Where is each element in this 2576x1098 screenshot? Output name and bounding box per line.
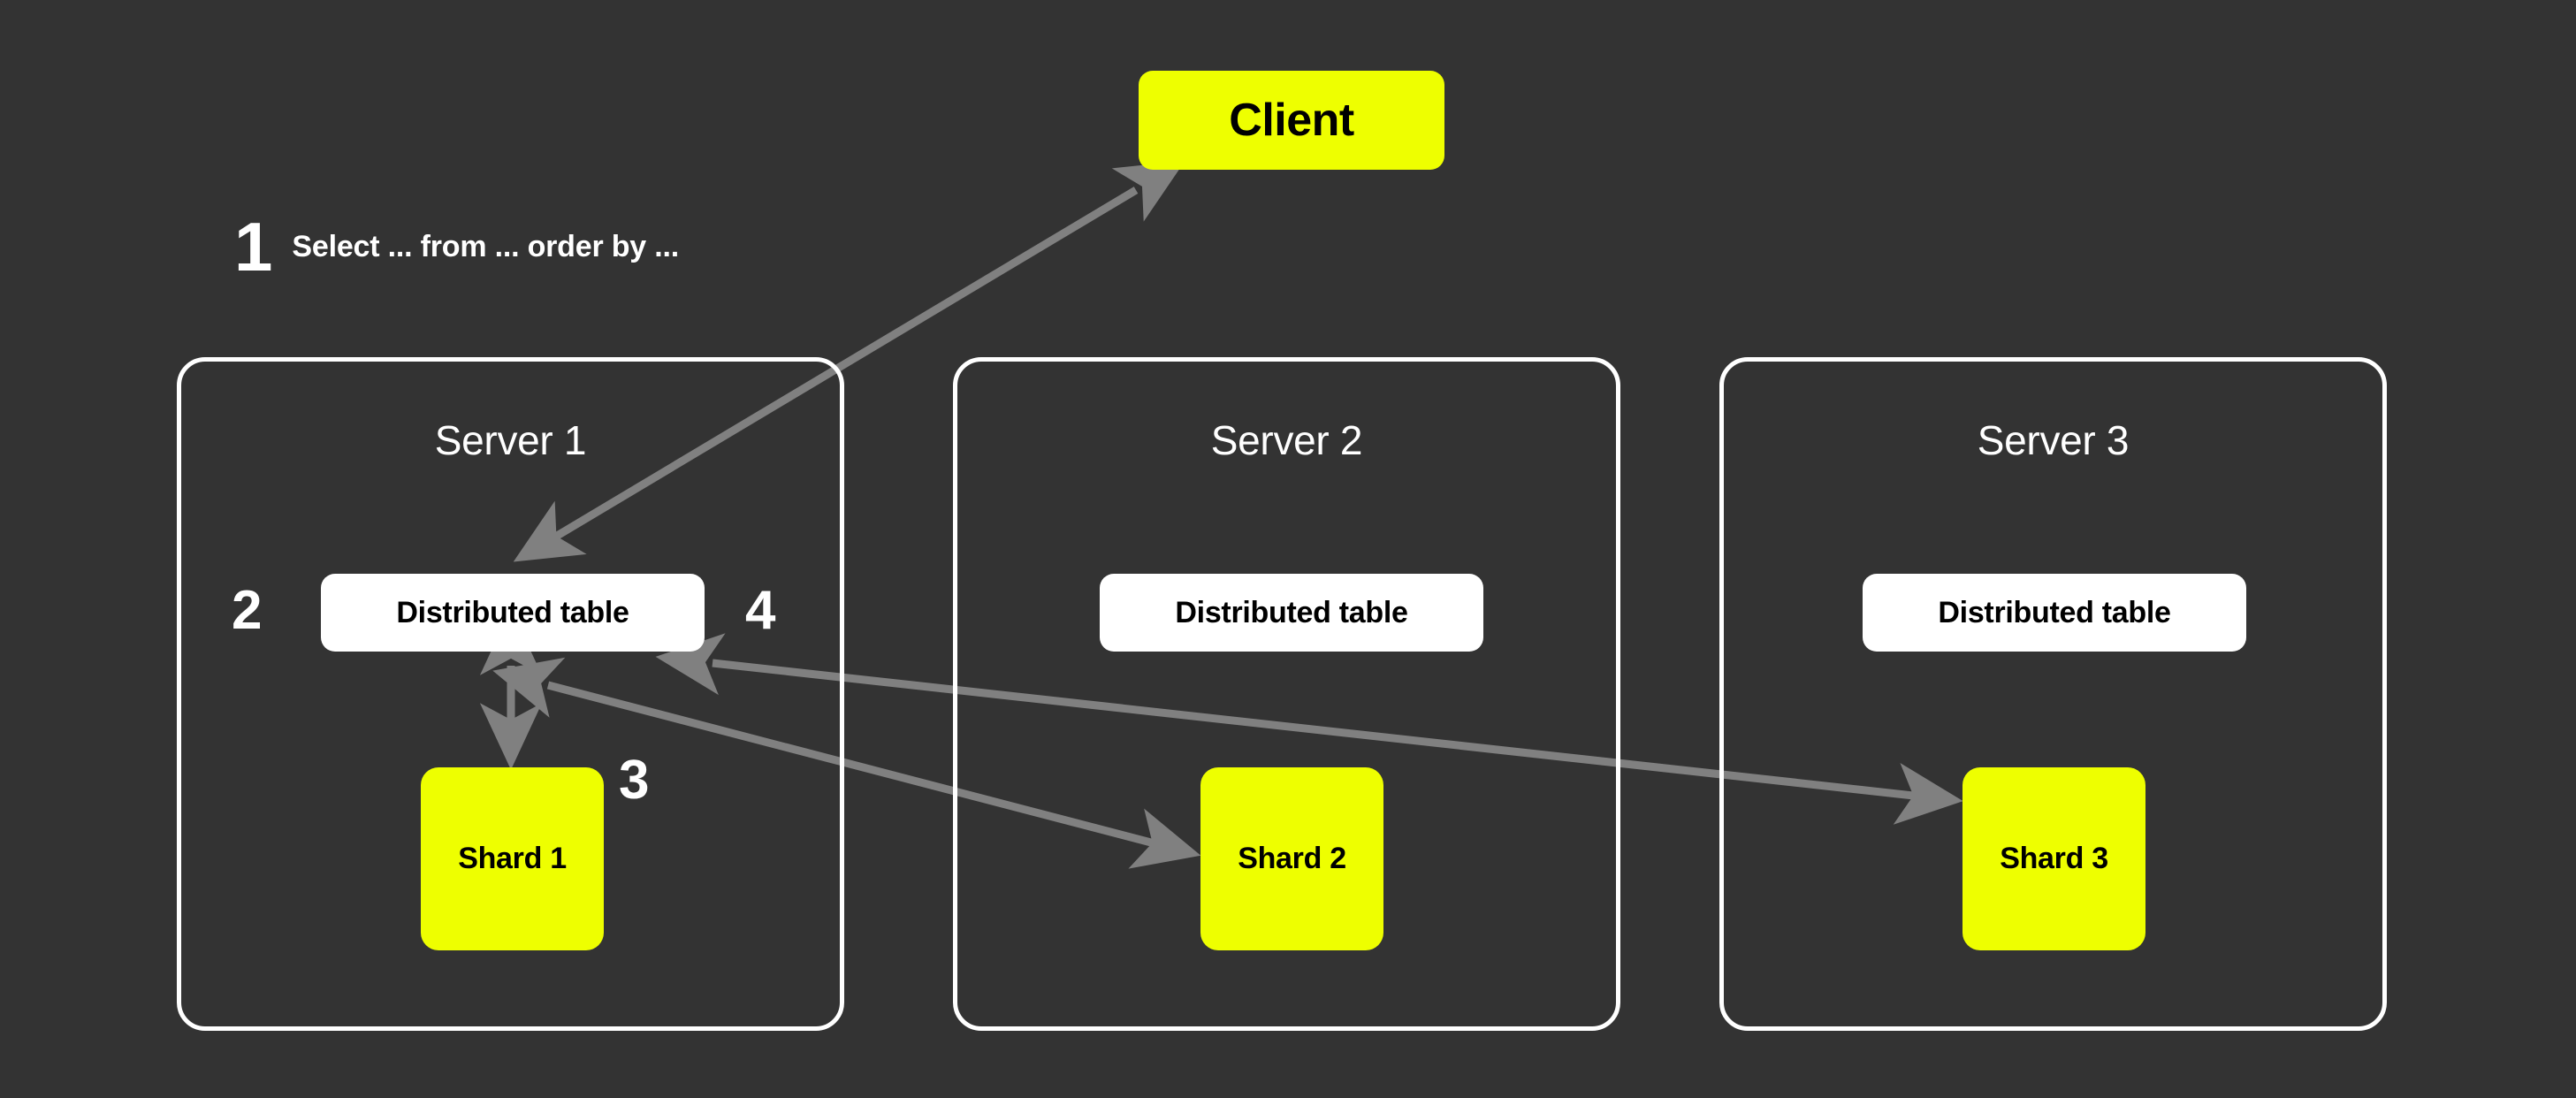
shard-node-3[interactable]: Shard 3 — [1962, 767, 2145, 950]
shard-node-2[interactable]: Shard 2 — [1200, 767, 1383, 950]
distributed-table-label-3: Distributed table — [1938, 595, 2171, 629]
step-4-number: 4 — [745, 580, 776, 641]
shard-node-1[interactable]: Shard 1 — [421, 767, 604, 950]
shard-label-2: Shard 2 — [1238, 842, 1346, 875]
distributed-table-node-1[interactable]: Distributed table — [321, 574, 705, 652]
server-3-title: Server 3 — [1977, 417, 2130, 463]
client-node[interactable]: Client — [1139, 71, 1444, 170]
distributed-table-node-2[interactable]: Distributed table — [1100, 574, 1483, 652]
step-3-number: 3 — [619, 750, 650, 811]
step-1-number: 1 — [234, 208, 273, 286]
shard-label-1: Shard 1 — [458, 842, 567, 875]
step-1-annotation: 1 Select ... from ... order by ... — [234, 208, 679, 286]
distributed-table-label-2: Distributed table — [1175, 595, 1408, 629]
distributed-table-node-3[interactable]: Distributed table — [1863, 574, 2246, 652]
step-2-number: 2 — [232, 580, 263, 641]
server-2-title: Server 2 — [1210, 417, 1363, 463]
shard-label-3: Shard 3 — [2000, 842, 2108, 875]
server-1-title: Server 1 — [434, 417, 587, 463]
step-1-query-text: Select ... from ... order by ... — [292, 229, 679, 263]
distributed-table-label-1: Distributed table — [396, 595, 629, 629]
client-label: Client — [1229, 95, 1354, 146]
